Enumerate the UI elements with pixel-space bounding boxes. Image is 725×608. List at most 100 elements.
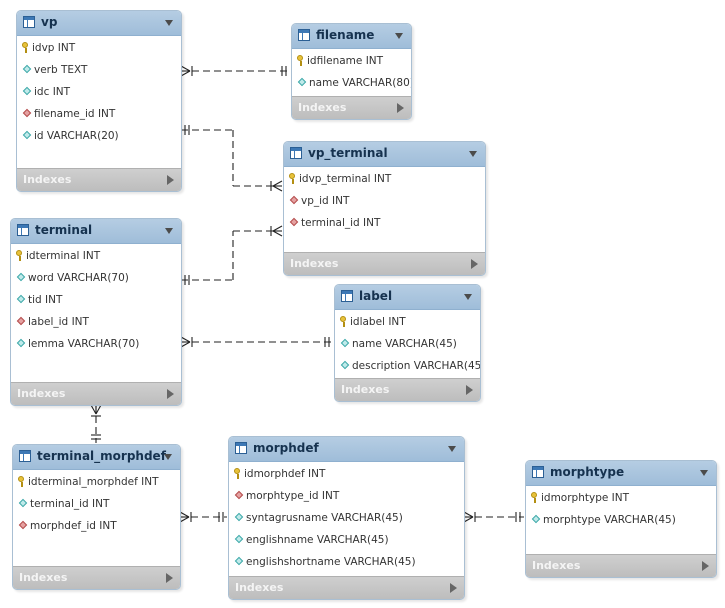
relationship-terminal-terminal-morphdef[interactable] — [90, 404, 102, 443]
column-row[interactable]: englishshortname VARCHAR(45) — [229, 552, 464, 574]
column-diamond-icon — [297, 77, 307, 87]
column-row[interactable]: vp_id INT — [284, 191, 485, 213]
indexes-section[interactable]: Indexes — [526, 554, 716, 577]
column-label: idvp_terminal INT — [299, 173, 392, 185]
table-header[interactable]: vp — [17, 11, 181, 36]
column-row[interactable]: name VARCHAR(45) — [335, 334, 480, 356]
column-row[interactable]: description VARCHAR(45) — [335, 356, 480, 378]
column-row[interactable]: morphtype_id INT — [229, 486, 464, 508]
foreign-key-diamond-icon — [289, 195, 299, 205]
primary-key-icon — [16, 250, 22, 261]
column-row[interactable]: filename_id INT — [17, 104, 181, 126]
column-label: idterminal_morphdef INT — [28, 476, 159, 488]
table-header[interactable]: morphdef — [229, 437, 464, 462]
column-row[interactable]: name VARCHAR(80) — [292, 73, 411, 95]
collapse-arrow-icon[interactable] — [165, 20, 173, 26]
relationship-vp-filename[interactable] — [180, 65, 290, 77]
column-label: name VARCHAR(80) — [309, 77, 412, 89]
indexes-section[interactable]: Indexes — [13, 566, 180, 589]
relationship-morphdef-morphtype[interactable] — [463, 511, 524, 523]
table-icon — [235, 442, 247, 454]
expand-arrow-icon[interactable] — [167, 389, 174, 399]
expand-arrow-icon[interactable] — [466, 385, 473, 395]
column-row[interactable]: morphdef_id INT — [13, 516, 180, 538]
relationship-terminal-vp-terminal[interactable] — [181, 225, 283, 285]
indexes-label: Indexes — [290, 257, 339, 270]
column-label: lemma VARCHAR(70) — [28, 338, 140, 350]
column-row[interactable]: idterminal_morphdef INT — [13, 472, 180, 494]
collapse-arrow-icon[interactable] — [448, 446, 456, 452]
expand-arrow-icon[interactable] — [450, 583, 457, 593]
indexes-section[interactable]: Indexes — [229, 576, 464, 599]
column-row[interactable]: idmorphtype INT — [526, 488, 716, 510]
relationship-vp-vp-terminal[interactable] — [181, 125, 283, 192]
indexes-section[interactable]: Indexes — [11, 382, 181, 405]
column-row[interactable]: label_id INT — [11, 312, 181, 334]
primary-key-icon — [234, 468, 240, 479]
column-row[interactable]: terminal_id INT — [13, 494, 180, 516]
column-row[interactable]: englishname VARCHAR(45) — [229, 530, 464, 552]
table-header[interactable]: vp_terminal — [284, 142, 485, 167]
table-header[interactable]: morphtype — [526, 461, 716, 486]
indexes-section[interactable]: Indexes — [335, 378, 480, 401]
expand-arrow-icon[interactable] — [166, 573, 173, 583]
column-row[interactable]: idc INT — [17, 82, 181, 104]
collapse-arrow-icon[interactable] — [700, 470, 708, 476]
indexes-label: Indexes — [23, 173, 72, 186]
indexes-label: Indexes — [298, 101, 347, 114]
column-label: idmorphdef INT — [244, 468, 326, 480]
column-row[interactable]: terminal_id INT — [284, 213, 485, 235]
collapse-arrow-icon[interactable] — [469, 151, 477, 157]
table-header[interactable]: label — [335, 285, 480, 310]
relationship-terminal-label[interactable] — [180, 336, 333, 348]
column-row[interactable]: tid INT — [11, 290, 181, 312]
column-row[interactable]: lemma VARCHAR(70) — [11, 334, 181, 356]
table-header[interactable]: terminal_morphdef — [13, 445, 180, 470]
column-row[interactable]: idvp INT — [17, 38, 181, 60]
table-header[interactable]: terminal — [11, 219, 181, 244]
indexes-section[interactable]: Indexes — [284, 252, 485, 275]
column-row[interactable]: word VARCHAR(70) — [11, 268, 181, 290]
collapse-arrow-icon[interactable] — [164, 454, 172, 460]
column-row[interactable]: idlabel INT — [335, 312, 480, 334]
column-row[interactable]: id VARCHAR(20) — [17, 126, 181, 148]
column-row[interactable]: idvp_terminal INT — [284, 169, 485, 191]
column-diamond-icon — [16, 272, 26, 282]
expand-arrow-icon[interactable] — [471, 259, 478, 269]
table-header[interactable]: filename — [292, 24, 411, 49]
column-row[interactable]: idterminal INT — [11, 246, 181, 268]
relationship-terminal-morphdef-morphdef[interactable] — [179, 511, 227, 523]
column-row[interactable]: verb TEXT — [17, 60, 181, 82]
expand-arrow-icon[interactable] — [167, 175, 174, 185]
collapse-arrow-icon[interactable] — [165, 228, 173, 234]
column-row[interactable]: idfilename INT — [292, 51, 411, 73]
column-row[interactable]: morphtype VARCHAR(45) — [526, 510, 716, 532]
collapse-arrow-icon[interactable] — [464, 294, 472, 300]
table-icon — [19, 450, 31, 462]
indexes-section[interactable]: Indexes — [17, 168, 181, 191]
foreign-key-diamond-icon — [289, 217, 299, 227]
column-diamond-icon — [22, 64, 32, 74]
column-diamond-icon — [22, 86, 32, 96]
expand-arrow-icon[interactable] — [702, 561, 709, 571]
collapse-arrow-icon[interactable] — [395, 33, 403, 39]
column-label: englishname VARCHAR(45) — [246, 534, 389, 546]
primary-key-icon — [289, 173, 295, 184]
indexes-section[interactable]: Indexes — [292, 96, 411, 119]
expand-arrow-icon[interactable] — [397, 103, 404, 113]
column-row[interactable]: idmorphdef INT — [229, 464, 464, 486]
column-row[interactable]: syntagrusname VARCHAR(45) — [229, 508, 464, 530]
table-title: label — [359, 289, 393, 303]
